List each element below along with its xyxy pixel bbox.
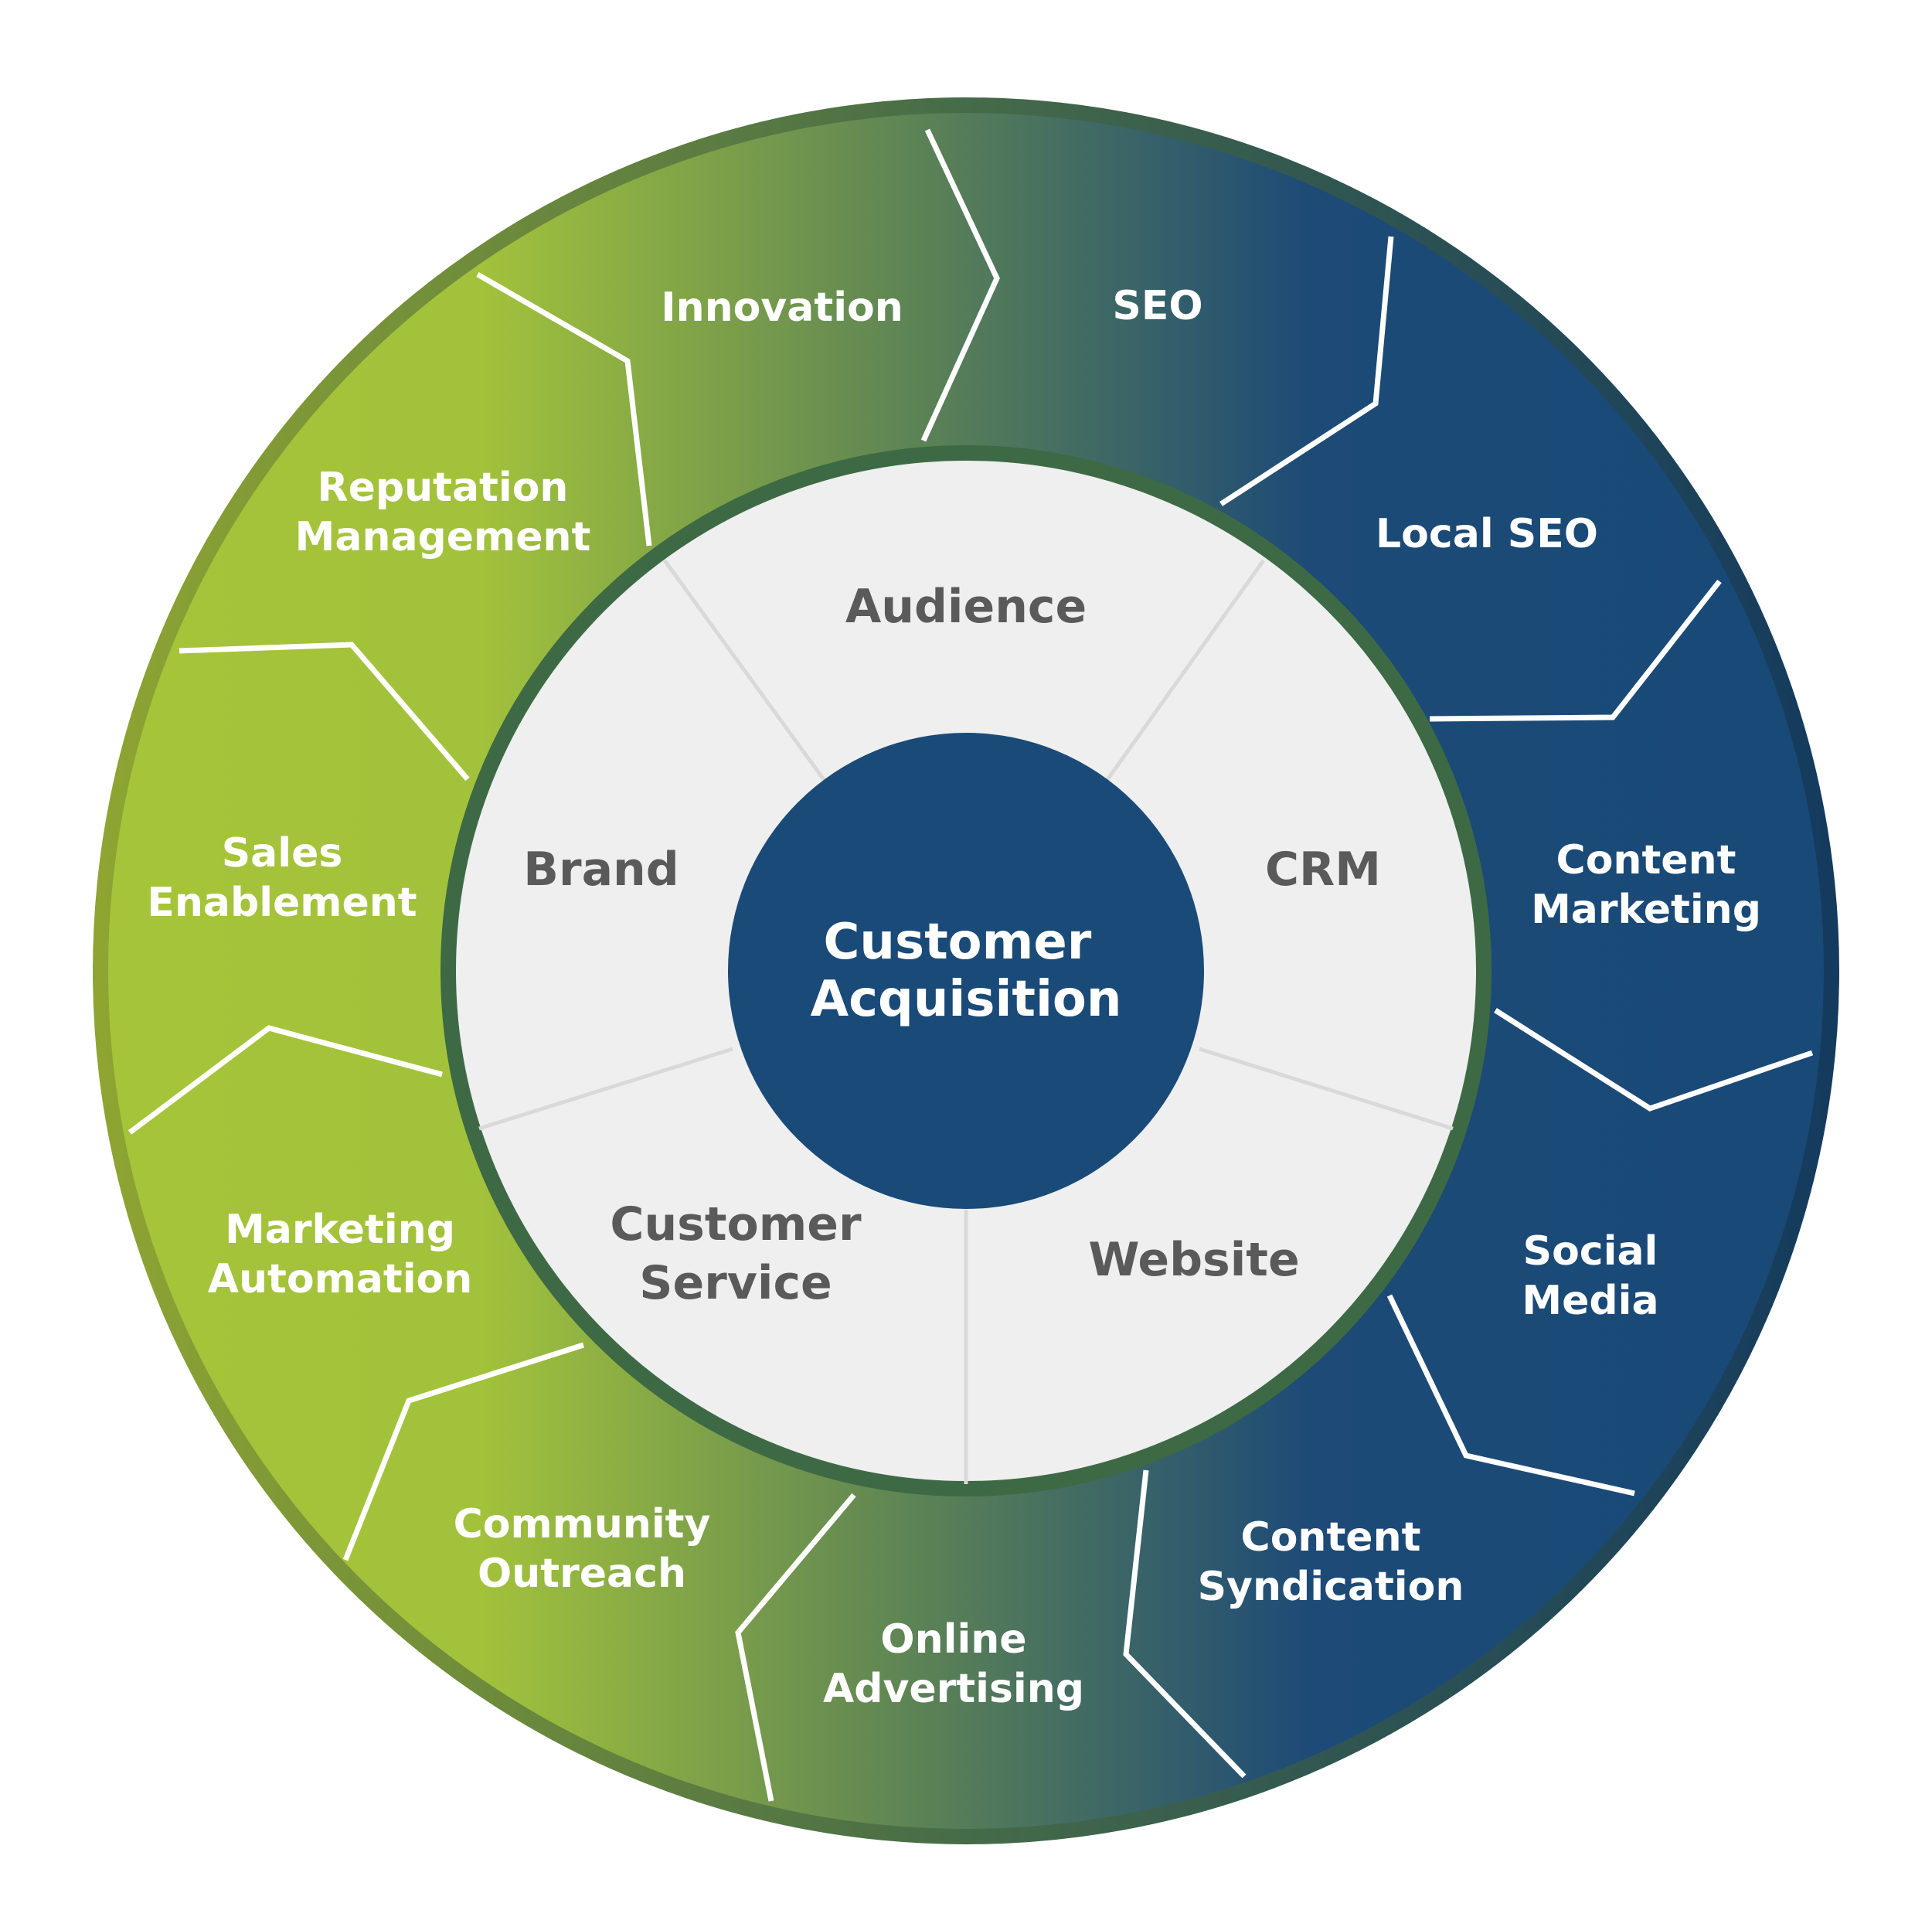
outer-separator-10 [476, 271, 652, 546]
outer-label-4-line1: Social [1523, 1228, 1658, 1275]
outer-ring-separators [128, 128, 1814, 1802]
outer-separator-5 [1123, 1469, 1247, 1779]
outer-separator-2 [1429, 579, 1722, 722]
outer-label-8-line2: Automation [208, 1256, 473, 1302]
inner-divider-1 [1104, 559, 1266, 782]
inner-label-3-line1: Customer [610, 1197, 862, 1251]
inner-divider-0 [662, 559, 827, 782]
outer-label-6-line1: Online [880, 1616, 1026, 1663]
outer-label-5-line2: Syndication [1198, 1564, 1464, 1610]
outer-separator-6 [735, 1493, 856, 1802]
center-label: Customer Acquisition [811, 914, 1122, 1028]
outer-separator-4 [1386, 1294, 1635, 1496]
outer-label-7-line2: Outreach [478, 1551, 686, 1597]
outer-label-8-line1: Marketing [225, 1207, 455, 1253]
inner-label-4-line1: Brand [523, 843, 679, 897]
inner-label-1-line1: CRM [1265, 843, 1381, 897]
inner-label-3-line2: Service [639, 1256, 832, 1310]
outer-separator-8 [128, 1025, 443, 1135]
outer-separator-0 [920, 128, 1000, 442]
outer-label-3-line2: Marketing [1531, 887, 1761, 933]
inner-label-1: CRM [1265, 843, 1381, 897]
outer-label-9-line1: Sales [222, 830, 343, 877]
outer-label-10-line2: Management [295, 514, 591, 560]
outer-separator-1 [1219, 236, 1394, 506]
center-label-line1: Customer [823, 914, 1091, 971]
center-circle [728, 733, 1204, 1209]
outer-label-6-line2: Advertising [823, 1666, 1084, 1712]
outer-separator-3 [1494, 1008, 1814, 1112]
outer-label-9-line2: Enablement [147, 880, 417, 926]
inner-divider-4 [478, 1047, 733, 1131]
center-label-line2: Acquisition [811, 971, 1122, 1028]
inner-label-0: Audience [845, 580, 1087, 634]
outer-label-7-line1: Community [454, 1501, 711, 1548]
outer-separator-7 [342, 1342, 585, 1561]
outer-label-0: Innovation [661, 284, 903, 331]
outer-label-2: Local SEO [1376, 511, 1598, 557]
outer-label-1: SEO [1112, 283, 1202, 329]
outer-label-3-line1: Content [1556, 837, 1736, 884]
inner-ring-dividers [478, 559, 1454, 1484]
inner-divider-2 [1199, 1047, 1454, 1131]
inner-label-2: Website [1088, 1233, 1299, 1287]
outer-label-10-line1: Reputation [318, 465, 569, 511]
outer-separator-9 [179, 642, 470, 781]
inner-label-4: Brand [523, 843, 679, 897]
outer-label-1-line1: SEO [1112, 283, 1202, 329]
inner-label-2-line1: Website [1088, 1233, 1299, 1287]
outer-label-2-line1: Local SEO [1376, 511, 1598, 557]
outer-label-0-line1: Innovation [661, 284, 903, 331]
outer-label-5-line1: Content [1241, 1514, 1421, 1561]
outer-label-4-line2: Media [1522, 1278, 1658, 1324]
inner-label-0-line1: Audience [845, 580, 1087, 634]
